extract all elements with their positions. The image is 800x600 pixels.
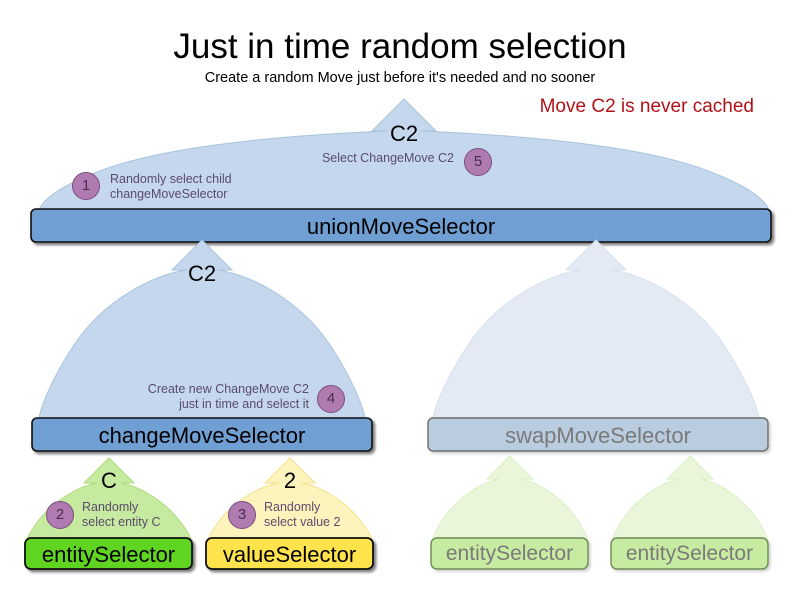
swap-bar-label: swapMoveSelector	[505, 423, 691, 448]
change-bar-label: changeMoveSelector	[98, 423, 306, 448]
entity-swap-a-bar-label: entitySelector	[445, 542, 574, 565]
entity-swap-a-arrow-shape	[431, 455, 589, 544]
value-left-annotation: Randomly select value 2	[264, 500, 341, 529]
never-cached-note: Move C2 is never cached	[539, 96, 754, 117]
step-badge-1: 1	[72, 172, 100, 200]
page-subtitle: Create a random Move just before it's ne…	[204, 70, 596, 86]
union-bar[interactable]	[30, 208, 772, 243]
swap-arrow-shape	[431, 239, 761, 423]
union-bar-label: unionMoveSelector	[306, 214, 496, 239]
step-badge-5: 5	[464, 148, 492, 176]
entity-left-annotation: Randomly select entity C	[82, 500, 161, 529]
value-left-bar[interactable]	[205, 537, 374, 570]
union-annotation-5: Select ChangeMove C2	[321, 151, 454, 165]
change-bar[interactable]	[31, 417, 373, 452]
entity-left-bar-label: entitySelector	[41, 542, 176, 567]
union-move-label: C2	[389, 121, 419, 146]
entity-swap-b-bar-label: entitySelector	[625, 542, 754, 565]
value-left-move-label: 2	[283, 468, 297, 493]
union-annotation-1: Randomly select child changeMoveSelector	[110, 172, 232, 201]
value-left-bar-label: valueSelector	[222, 542, 357, 567]
change-annotation-4: Create new ChangeMove C2 just in time an…	[147, 382, 309, 411]
entity-left-bar[interactable]	[24, 537, 193, 570]
entity-left-move-label: C	[101, 468, 117, 493]
change-move-label: C2	[187, 261, 217, 286]
page-title: Just in time random selection	[173, 27, 627, 66]
entity-swap-b-bar[interactable]	[610, 537, 769, 570]
swap-bar[interactable]	[427, 417, 769, 452]
step-badge-4: 4	[317, 385, 345, 413]
entity-swap-a-bar[interactable]	[430, 537, 589, 570]
step-badge-3: 3	[228, 501, 256, 529]
step-badge-2: 2	[46, 501, 74, 529]
entity-swap-b-arrow-shape	[611, 455, 769, 544]
